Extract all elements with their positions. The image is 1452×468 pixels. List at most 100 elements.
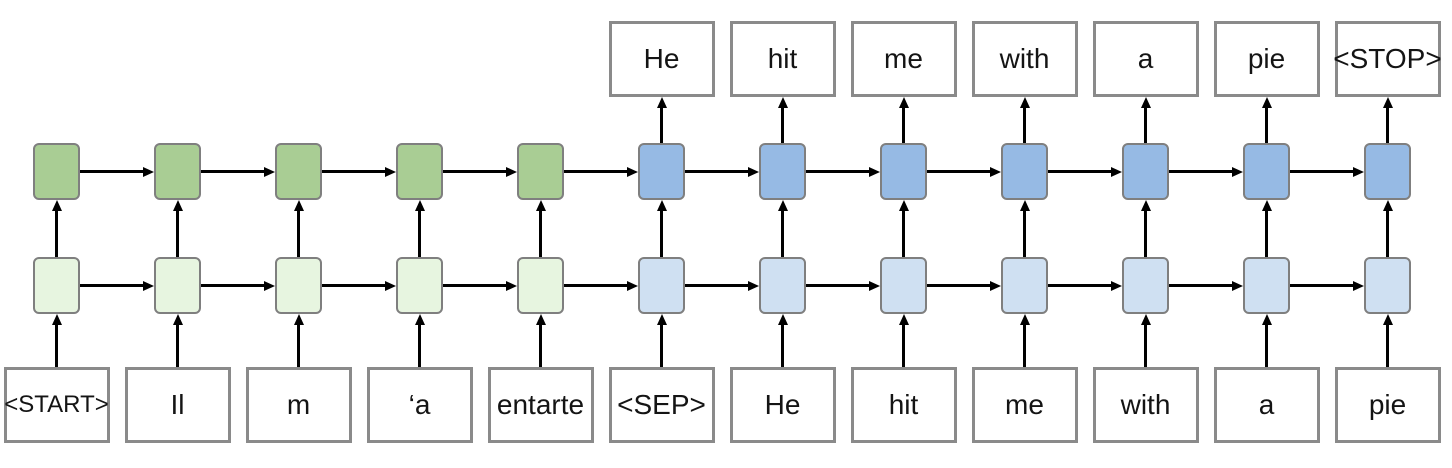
arrow-shaft xyxy=(80,284,144,287)
arrow-cell-to-output xyxy=(1382,97,1393,143)
arrow-cell-to-output xyxy=(1019,97,1030,143)
arrow-cell-to-cell xyxy=(1140,200,1151,257)
input-token-box: ‘a xyxy=(366,367,473,443)
input-token-box: me xyxy=(971,367,1078,443)
arrow-shaft xyxy=(1023,210,1026,257)
input-token-box: Il xyxy=(124,367,231,443)
arrow-shaft xyxy=(1386,324,1389,367)
input-token-box: with xyxy=(1092,367,1199,443)
decoder-hidden-cell-bottom xyxy=(1122,257,1169,314)
decoder-hidden-cell-bottom xyxy=(880,257,927,314)
arrowhead-up-icon xyxy=(535,200,546,211)
arrow-hidden-state-top xyxy=(443,166,517,177)
decoder-hidden-cell-top xyxy=(638,143,685,200)
arrow-input-to-cell xyxy=(535,314,546,367)
arrowhead-right-icon xyxy=(1353,280,1364,291)
arrow-shaft xyxy=(1265,324,1268,367)
output-token-box: <STOP> xyxy=(1333,21,1442,97)
arrow-shaft xyxy=(685,284,749,287)
arrowhead-right-icon xyxy=(748,280,759,291)
arrow-shaft xyxy=(1169,284,1233,287)
arrow-cell-to-cell xyxy=(172,200,183,257)
decoder-hidden-cell-bottom xyxy=(1001,257,1048,314)
arrow-input-to-cell xyxy=(656,314,667,367)
arrow-shaft xyxy=(539,324,542,367)
arrowhead-up-icon xyxy=(293,200,304,211)
arrow-cell-to-cell xyxy=(293,200,304,257)
output-token-box: pie xyxy=(1213,21,1320,97)
arrowhead-up-icon xyxy=(777,200,788,211)
arrow-hidden-state-bottom xyxy=(1048,280,1122,291)
arrow-shaft xyxy=(418,210,421,257)
decoder-hidden-cell-top xyxy=(1001,143,1048,200)
arrow-shaft xyxy=(1048,170,1112,173)
arrowhead-up-icon xyxy=(777,97,788,108)
arrowhead-up-icon xyxy=(898,314,909,325)
arrow-input-to-cell xyxy=(293,314,304,367)
arrow-shaft xyxy=(1265,107,1268,143)
arrowhead-up-icon xyxy=(414,200,425,211)
arrow-hidden-state-bottom xyxy=(322,280,396,291)
arrow-shaft xyxy=(201,284,265,287)
arrow-shaft xyxy=(1023,324,1026,367)
arrow-input-to-cell xyxy=(1140,314,1151,367)
arrow-hidden-state-bottom xyxy=(927,280,1001,291)
arrow-shaft xyxy=(1144,107,1147,143)
encoder-hidden-cell-bottom xyxy=(154,257,201,314)
arrowhead-up-icon xyxy=(898,97,909,108)
arrowhead-right-icon xyxy=(264,166,275,177)
decoder-hidden-cell-bottom xyxy=(638,257,685,314)
encoder-hidden-cell-bottom xyxy=(275,257,322,314)
arrowhead-up-icon xyxy=(898,200,909,211)
arrowhead-up-icon xyxy=(172,314,183,325)
encoder-hidden-cell-top xyxy=(33,143,80,200)
arrow-shaft xyxy=(1386,107,1389,143)
arrow-cell-to-cell xyxy=(51,200,62,257)
arrow-shaft xyxy=(55,324,58,367)
arrow-shaft xyxy=(322,284,386,287)
arrow-hidden-state-top xyxy=(80,166,154,177)
arrowhead-up-icon xyxy=(1382,200,1393,211)
input-token-box: hit xyxy=(850,367,957,443)
arrowhead-right-icon xyxy=(506,280,517,291)
arrowhead-right-icon xyxy=(627,166,638,177)
encoder-hidden-cell-top xyxy=(396,143,443,200)
arrow-hidden-state-top xyxy=(564,166,638,177)
arrow-shaft xyxy=(660,210,663,257)
decoder-hidden-cell-top xyxy=(1364,143,1411,200)
arrow-shaft xyxy=(176,324,179,367)
encoder-hidden-cell-top xyxy=(517,143,564,200)
arrow-shaft xyxy=(1144,324,1147,367)
arrowhead-right-icon xyxy=(264,280,275,291)
arrowhead-right-icon xyxy=(1111,166,1122,177)
arrow-cell-to-output xyxy=(898,97,909,143)
arrow-shaft xyxy=(1169,170,1233,173)
decoder-hidden-cell-top xyxy=(759,143,806,200)
encoder-hidden-cell-top xyxy=(154,143,201,200)
arrowhead-up-icon xyxy=(1140,314,1151,325)
arrow-cell-to-output xyxy=(1140,97,1151,143)
arrow-cell-to-cell xyxy=(535,200,546,257)
arrow-shaft xyxy=(660,107,663,143)
arrow-cell-to-cell xyxy=(898,200,909,257)
arrowhead-right-icon xyxy=(1111,280,1122,291)
decoder-hidden-cell-bottom xyxy=(1364,257,1411,314)
encoder-hidden-cell-top xyxy=(275,143,322,200)
encoder-hidden-cell-bottom xyxy=(396,257,443,314)
arrow-shaft xyxy=(781,210,784,257)
arrow-cell-to-cell xyxy=(777,200,788,257)
arrow-shaft xyxy=(660,324,663,367)
arrow-shaft xyxy=(564,170,628,173)
output-token-box: He xyxy=(608,21,715,97)
arrow-hidden-state-top xyxy=(1048,166,1122,177)
arrow-shaft xyxy=(806,170,870,173)
arrow-cell-to-output xyxy=(1261,97,1272,143)
output-token-box: hit xyxy=(729,21,836,97)
arrowhead-right-icon xyxy=(869,280,880,291)
arrowhead-right-icon xyxy=(1232,280,1243,291)
arrow-input-to-cell xyxy=(1019,314,1030,367)
arrow-shaft xyxy=(1290,170,1354,173)
arrow-shaft xyxy=(176,210,179,257)
arrowhead-right-icon xyxy=(990,166,1001,177)
arrow-input-to-cell xyxy=(898,314,909,367)
